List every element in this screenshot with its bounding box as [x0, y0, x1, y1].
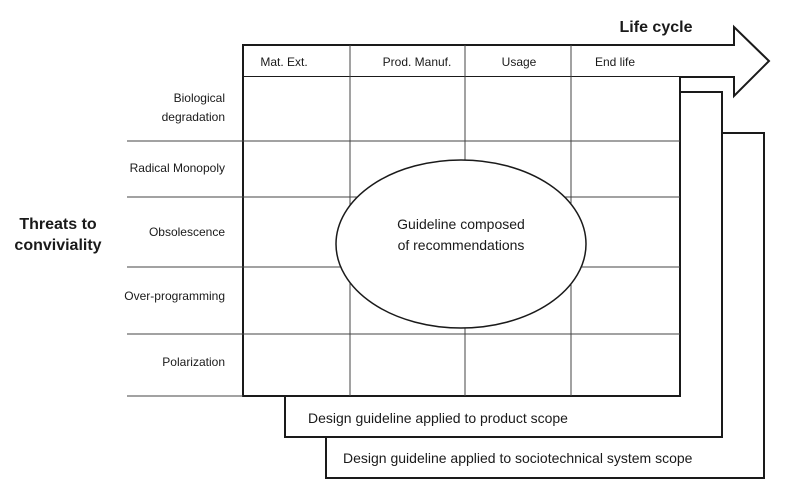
- row-dividers: [127, 140, 680, 397]
- threats-title-line2: conviviality: [14, 237, 101, 254]
- sociotechnical-scope-frame: [325, 132, 765, 479]
- stage-prod-manuf: Prod. Manuf.: [383, 55, 452, 69]
- product-scope-label: Design guideline applied to product scop…: [308, 410, 568, 426]
- guideline-text-line1: Guideline composed: [397, 216, 525, 232]
- guideline-ellipse: [335, 159, 587, 329]
- threat-obsolescence: Obsolescence: [149, 225, 225, 239]
- threat-polarization: Polarization: [162, 355, 225, 369]
- stage-mat-ext: Mat. Ext.: [260, 55, 307, 69]
- stage-end-life: End life: [595, 55, 635, 69]
- sociotechnical-scope-label: Design guideline applied to sociotechnic…: [343, 450, 693, 466]
- threat-over-programming: Over-programming: [124, 289, 225, 303]
- threat-biological-line2: degradation: [162, 110, 225, 124]
- life-cycle-title: Life cycle: [620, 19, 693, 36]
- stage-usage: Usage: [502, 55, 537, 69]
- threat-biological-line1: Biological: [174, 91, 225, 105]
- threat-radical-monopoly: Radical Monopoly: [130, 161, 225, 175]
- product-scope-frame: [284, 91, 723, 438]
- threats-title-line1: Threats to: [19, 216, 97, 233]
- guideline-text-line2: of recommendations: [398, 237, 525, 253]
